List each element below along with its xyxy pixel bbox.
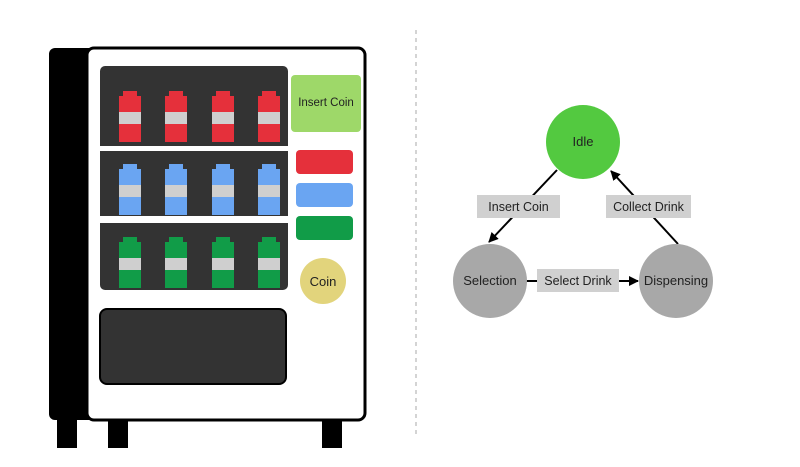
machine-leg-left — [57, 416, 77, 448]
transition-insert-coin-bg — [477, 195, 560, 218]
can-red — [212, 91, 234, 142]
can-green — [119, 237, 141, 288]
state-diagram: Idle Selection Dispensing Insert Coin Se… — [453, 105, 713, 318]
transition-collect-drink: Collect Drink — [606, 195, 691, 218]
coin-label: Coin — [310, 274, 337, 289]
state-dispensing[interactable]: Dispensing — [639, 244, 713, 318]
cans — [119, 91, 280, 288]
state-idle[interactable]: Idle — [546, 105, 620, 179]
select-blue-button[interactable] — [296, 183, 353, 207]
shelf-green-bg — [100, 223, 288, 290]
insert-coin-button[interactable] — [291, 75, 361, 132]
select-red-button[interactable] — [296, 150, 353, 174]
select-green-button[interactable] — [296, 216, 353, 240]
transition-select-drink: Select Drink — [537, 269, 619, 292]
insert-coin-button-label: Insert Coin — [298, 97, 354, 109]
machine-leg-right — [322, 416, 342, 448]
state-selection[interactable]: Selection — [453, 244, 527, 318]
can-blue — [212, 164, 234, 215]
shelf-red-bg — [100, 66, 288, 145]
can-red — [165, 91, 187, 142]
can-blue — [119, 164, 141, 215]
machine-leg-middle — [108, 416, 128, 448]
transition-select-drink-bg — [537, 269, 619, 292]
transition-insert-coin-label: Insert Coin — [488, 200, 548, 214]
can-blue — [165, 164, 187, 215]
can-green — [258, 237, 280, 288]
transition-insert-coin: Insert Coin — [477, 195, 560, 218]
transition-select-drink-label: Select Drink — [544, 274, 612, 288]
coin[interactable] — [300, 258, 346, 304]
state-dispensing-label: Dispensing — [644, 273, 708, 288]
state-dispensing-circle — [639, 244, 713, 318]
transition-collect-drink-bg — [606, 195, 691, 218]
dispenser-tray[interactable] — [99, 308, 287, 385]
state-idle-label: Idle — [573, 134, 594, 149]
can-green — [212, 237, 234, 288]
can-red — [258, 91, 280, 142]
machine-side-panel — [49, 48, 97, 420]
can-red — [119, 91, 141, 142]
product-window — [100, 66, 288, 290]
state-selection-label: Selection — [463, 273, 516, 288]
can-green — [165, 237, 187, 288]
state-idle-circle — [546, 105, 620, 179]
state-selection-circle — [453, 244, 527, 318]
can-blue — [258, 164, 280, 215]
vending-machine: Insert Coin Coin — [49, 46, 367, 448]
transition-collect-drink-label: Collect Drink — [613, 200, 685, 214]
